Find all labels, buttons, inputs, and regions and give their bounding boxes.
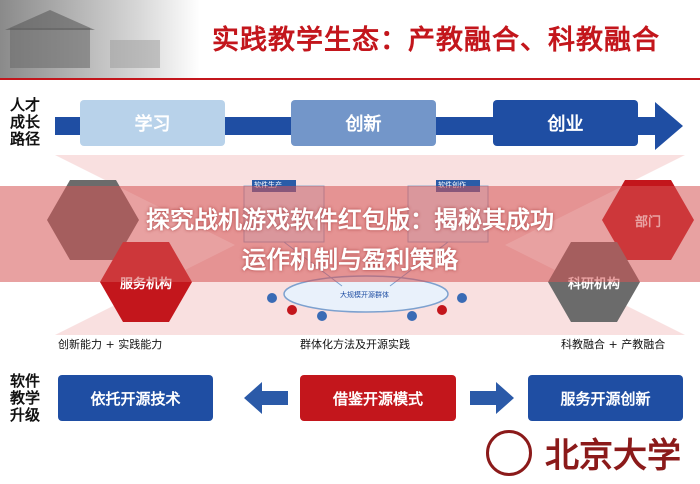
diagram-tag-left: 软件生产	[254, 181, 282, 189]
overlay-headline-line1: 探究战机游戏软件红包版：揭秘其成功	[146, 206, 554, 234]
overlay-banner	[0, 186, 700, 282]
header-divider	[0, 78, 700, 80]
arrow-left-icon	[244, 382, 288, 414]
caption-center: 群体化方法及开源实践	[300, 338, 410, 351]
campus-photo-banner	[0, 0, 200, 78]
diagram-tag-right: 软件创作	[438, 181, 466, 189]
diagram-cloud-label: 大规模开源群体	[340, 291, 389, 299]
top-label-line: 路径	[10, 130, 41, 148]
university-seal-icon	[486, 430, 532, 476]
top-label-line: 成长	[10, 113, 41, 131]
box-learn-open-source: 借鉴开源模式	[300, 375, 456, 421]
university-name: 北京大学	[545, 436, 681, 476]
stage-box-study: 学习	[80, 100, 225, 146]
top-label-line: 人才	[10, 96, 41, 114]
stage-label: 创业	[547, 114, 584, 135]
stage-label: 学习	[134, 114, 171, 135]
stage-box-startup: 创业	[493, 100, 638, 146]
overlay-headline-line2: 运作机制与盈利策略	[242, 246, 458, 274]
caption-left: 创新能力 + 实践能力	[58, 338, 163, 351]
box-serve-open-source: 服务开源创新	[528, 375, 683, 421]
top-row-label: 人才 成长 路径	[10, 97, 40, 148]
page-title: 实践教学生态：产教融合、科教融合	[212, 25, 660, 56]
bottom-row-label: 软件 教学 升级	[10, 372, 41, 424]
stage-label: 创新	[345, 114, 382, 135]
box-rely-open-source: 依托开源技术	[58, 375, 213, 421]
stage-box-innovate: 创新	[291, 100, 436, 146]
arrow-right-icon	[470, 382, 514, 414]
caption-right: 科教融合 + 产教融合	[561, 338, 666, 351]
